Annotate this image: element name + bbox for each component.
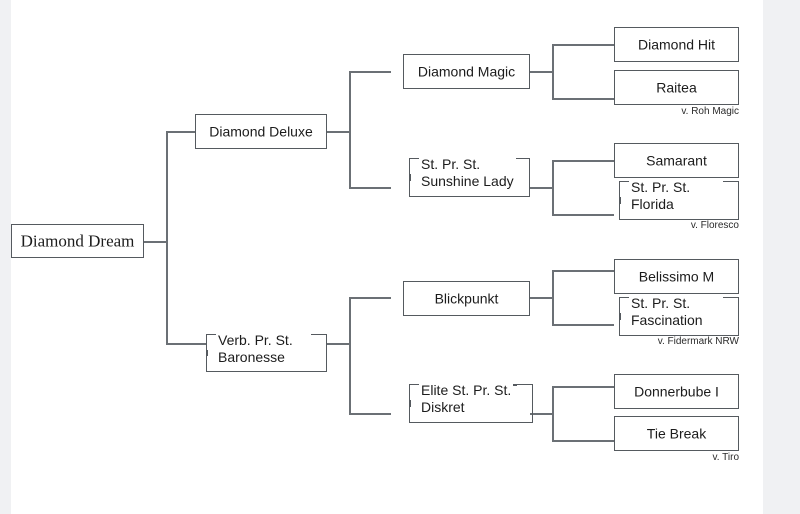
connector-gen2a-arm-top — [349, 71, 391, 73]
pedigree-node-diamond-magic[interactable]: Diamond Magic — [403, 54, 530, 89]
pedigree-node-elite-st-pr-st-diskret[interactable]: Elite St. Pr. St. Diskret — [409, 382, 533, 423]
box-edge-right — [528, 174, 530, 181]
box-corner-bottom-right — [723, 204, 739, 220]
node-label: Belissimo M — [638, 268, 715, 284]
box-corner-top-right — [723, 297, 739, 313]
annotation-sire-roh-magic: v. Roh Magic — [681, 106, 739, 117]
box-edge-left — [206, 350, 208, 356]
connector-gen3c-arm-bottom — [552, 324, 614, 326]
node-label: Verb. Pr. St. Baronesse — [216, 332, 295, 366]
connector-gen3a-stub — [530, 71, 552, 73]
box-edge-bottom — [425, 195, 514, 197]
connector-gen3c-stub — [530, 297, 552, 299]
connector-gen3a-arm-bottom — [552, 98, 614, 100]
node-label: Donnerbube I — [634, 383, 719, 399]
connector-gen2a-stub — [327, 131, 349, 133]
box-corner-bottom-left — [619, 320, 635, 336]
connector-gen3c-arm-top — [552, 270, 614, 272]
pedigree-node-tie-break[interactable]: Tie Break — [614, 416, 739, 451]
pedigree-node-blickpunkt[interactable]: Blickpunkt — [403, 281, 530, 316]
box-corner-top-left — [206, 334, 222, 350]
connector-gen2b-arm-bottom — [349, 413, 391, 415]
connector-gen2a-spine — [349, 71, 351, 187]
box-corner-top-left — [409, 158, 425, 174]
pedigree-node-belissimo-m[interactable]: Belissimo M — [614, 259, 739, 294]
annotation-sire-fidermark-nrw: v. Fidermark NRW — [657, 336, 739, 347]
node-label: St. Pr. St. Fascination — [629, 295, 705, 329]
connector-gen3d-arm-bottom — [552, 440, 614, 442]
pedigree-node-donnerbube-i[interactable]: Donnerbube I — [614, 374, 739, 409]
box-corner-bottom-right — [723, 320, 739, 336]
node-label: St. Pr. St. Sunshine Lady — [419, 156, 516, 190]
box-corner-bottom-right — [514, 181, 530, 197]
box-corner-bottom-left — [206, 356, 222, 372]
box-corner-bottom-left — [409, 407, 425, 423]
box-edge-right — [325, 350, 327, 356]
connector-gen3d-spine — [552, 386, 554, 440]
box-corner-top-left — [409, 384, 425, 400]
node-label: Diamond Magic — [417, 63, 516, 79]
box-corner-top-right — [514, 158, 530, 174]
box-corner-bottom-right — [311, 356, 327, 372]
box-edge-bottom — [635, 334, 723, 336]
box-edge-left — [409, 174, 411, 181]
pedigree-node-verb-pr-st-baronesse[interactable]: Verb. Pr. St. Baronesse — [206, 332, 327, 372]
box-corner-top-left — [619, 181, 635, 197]
box-corner-bottom-left — [619, 204, 635, 220]
connector-gen3a-spine — [552, 44, 554, 98]
connector-gen1-arm-bottom — [166, 343, 206, 345]
node-label: St. Pr. St. Florida — [629, 179, 693, 213]
box-edge-bottom — [635, 218, 723, 220]
box-edge-left — [409, 400, 411, 407]
connector-gen2a-arm-bottom — [349, 187, 391, 189]
pedigree-node-root[interactable]: Diamond Dream — [11, 224, 144, 258]
node-label: Tie Break — [646, 425, 707, 441]
box-corner-bottom-left — [409, 181, 425, 197]
annotation-sire-floresco: v. Floresco — [690, 220, 739, 231]
box-corner-top-right — [517, 384, 533, 400]
pedigree-node-st-pr-st-florida[interactable]: St. Pr. St. Florida — [619, 179, 739, 220]
box-corner-top-left — [619, 297, 635, 313]
pedigree-node-st-pr-st-fascination[interactable]: St. Pr. St. Fascination — [619, 295, 739, 336]
connector-gen3b-spine — [552, 160, 554, 214]
box-edge-right — [737, 197, 739, 204]
box-edge-right — [531, 400, 533, 407]
connector-gen1-spine — [166, 131, 168, 343]
connector-gen1-arm-top — [166, 131, 206, 133]
node-label: Diamond Dream — [20, 231, 135, 251]
node-label: Diamond Hit — [637, 36, 716, 52]
node-label: Blickpunkt — [434, 290, 499, 306]
box-edge-bottom — [222, 370, 311, 372]
node-label: Diamond Deluxe — [209, 123, 313, 139]
node-label: Raitea — [656, 79, 697, 95]
connector-root-stub — [144, 241, 166, 243]
box-edge-left — [619, 197, 621, 204]
connector-gen3a-arm-top — [552, 44, 614, 46]
connector-gen3d-stub — [530, 413, 552, 415]
pedigree-node-st-pr-st-sunshine-lady[interactable]: St. Pr. St. Sunshine Lady — [409, 156, 530, 197]
connector-gen3c-spine — [552, 270, 554, 324]
box-edge-bottom — [425, 421, 517, 423]
connector-gen3b-stub — [530, 187, 552, 189]
pedigree-node-samarant[interactable]: Samarant — [614, 143, 739, 178]
box-edge-left — [619, 313, 621, 320]
connector-gen2b-stub — [327, 343, 349, 345]
connector-gen3b-arm-bottom — [552, 214, 614, 216]
pedigree-canvas: Diamond Dream Diamond Deluxe Verb. Pr. S… — [11, 0, 763, 514]
annotation-sire-tiro: v. Tiro — [712, 452, 739, 463]
connector-gen2b-arm-top — [349, 297, 391, 299]
box-edge-right — [737, 313, 739, 320]
box-corner-top-right — [723, 181, 739, 197]
pedigree-node-diamond-hit[interactable]: Diamond Hit — [614, 27, 739, 62]
pedigree-node-raitea[interactable]: Raitea — [614, 70, 739, 105]
box-corner-bottom-right — [517, 407, 533, 423]
node-label: Samarant — [646, 152, 707, 168]
connector-gen3d-arm-top — [552, 386, 614, 388]
connector-gen2b-spine — [349, 297, 351, 413]
node-label: Elite St. Pr. St. Diskret — [419, 382, 514, 416]
box-corner-top-right — [311, 334, 327, 350]
connector-gen3b-arm-top — [552, 160, 614, 162]
pedigree-node-diamond-deluxe[interactable]: Diamond Deluxe — [195, 114, 327, 149]
